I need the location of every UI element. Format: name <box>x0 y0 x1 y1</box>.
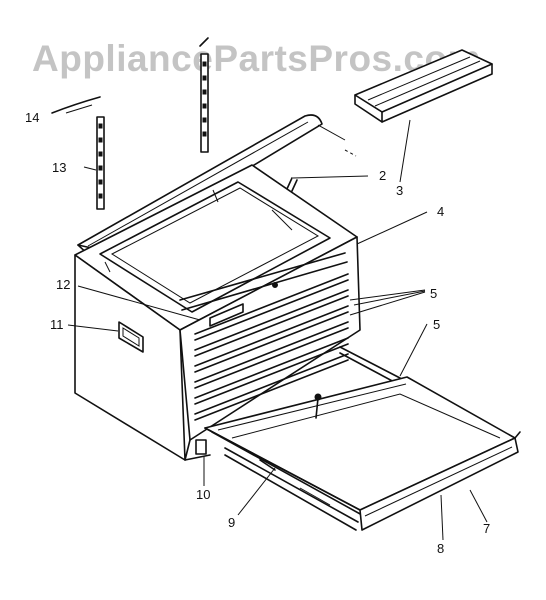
hinge-strip-upper <box>199 37 209 153</box>
callout-9: 9 <box>228 515 235 530</box>
part-7-open-drawer <box>204 376 521 531</box>
drawer-stack <box>194 273 349 421</box>
part-12-nameplate <box>209 303 244 327</box>
callout-12: 12 <box>56 277 70 292</box>
part-6-drawer-slide <box>339 346 401 385</box>
chest-body <box>74 164 361 461</box>
leader-lines <box>65 104 488 541</box>
callout-7: 7 <box>483 521 490 536</box>
part-8-slide-rail <box>224 447 359 531</box>
part-4-top-till <box>179 252 348 311</box>
callout-2: 2 <box>379 168 386 183</box>
callout-14: 14 <box>25 110 39 125</box>
part-3-handle <box>354 49 493 123</box>
callout-3: 3 <box>396 183 403 198</box>
part-10-foot <box>195 439 207 455</box>
part-14-wire <box>51 96 101 114</box>
watermark-text: AppliancePartsPros.com <box>32 38 481 79</box>
callout-4: 4 <box>437 204 444 219</box>
part-9-screw <box>259 393 322 471</box>
part-11-side-handle <box>118 321 144 353</box>
part-13-hinge-strip <box>96 116 105 210</box>
callout-labels: 14 13 2 3 4 5 5 12 11 10 9 8 7 <box>25 110 490 556</box>
callout-13: 13 <box>52 160 66 175</box>
callout-11: 11 <box>50 317 64 332</box>
callout-5-lower: 5 <box>433 317 440 332</box>
callout-8: 8 <box>437 541 444 556</box>
callout-10: 10 <box>196 487 210 502</box>
callout-5-upper: 5 <box>430 286 437 301</box>
